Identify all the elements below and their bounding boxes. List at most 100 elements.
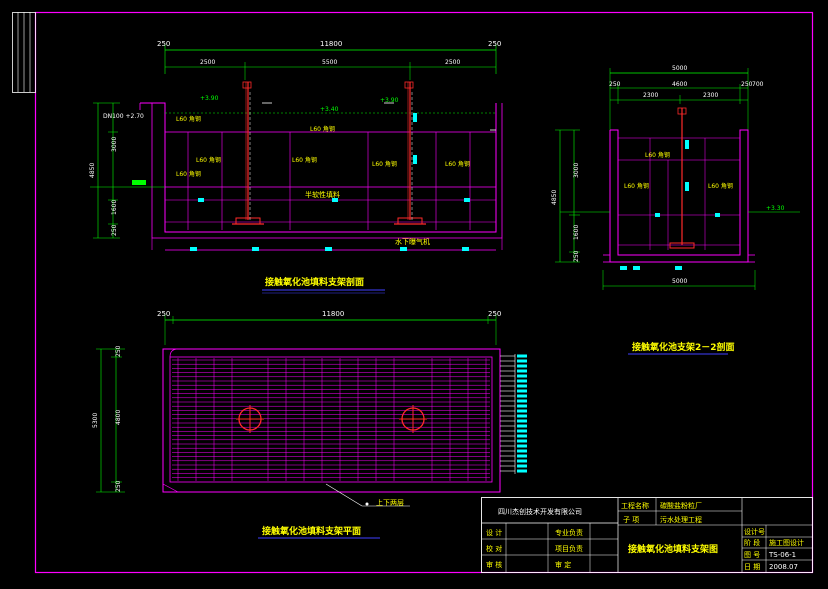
section-1-1: 250 11800 250 2500 5500 2500 [89, 40, 503, 294]
dim-total: 11800 [320, 40, 342, 48]
beam-end-marker [517, 409, 527, 413]
angle-label-2: L60 角钢 [310, 125, 335, 133]
beam-end-marker [517, 434, 527, 438]
s2-dim-vert-lower: 1600 [573, 225, 580, 240]
s2-dim-vert-upper: 3000 [573, 163, 580, 178]
beam-end-marker [517, 394, 527, 398]
dim-sub-3: 2500 [445, 59, 460, 66]
angle-label-1: L60 角钢 [176, 115, 201, 123]
dim-vert-total: 4850 [89, 163, 96, 178]
dim-sub-2: 5500 [322, 59, 337, 66]
meta-2-label: 阶 段 [744, 538, 760, 547]
subitem-label: 子 项 [623, 516, 639, 524]
beam-end-marker [517, 449, 527, 453]
meta-2-value: 施工图设计 [769, 538, 804, 547]
plan-dim-left: 250 [157, 310, 170, 318]
beam-end-marker [517, 419, 527, 423]
tb-row-3-label: 审 核 [486, 560, 502, 569]
subitem-value: 污水处理工程 [660, 515, 702, 524]
aerator-label: 水下曝气机 [395, 237, 430, 246]
s2-dim-a: 4600 [672, 81, 687, 88]
s2-angle-1: L60 角钢 [645, 151, 670, 159]
tb-row-3-sign: 审 定 [555, 560, 571, 569]
section-2-2-title: 接触氧化池支架2－2剖面 [632, 341, 735, 353]
level-label-1: +3.90 [200, 95, 219, 102]
beam-end-marker [517, 359, 527, 363]
angle-label-3: L60 角钢 [196, 156, 221, 164]
beam-end-marker [517, 389, 527, 393]
beam-end-marker [517, 429, 527, 433]
dim-sub-1: 2500 [200, 59, 215, 66]
angle-label-5: L60 角钢 [372, 160, 397, 168]
dim-vert-bottom: 250 [111, 224, 118, 236]
level-label-3: +3.90 [380, 97, 399, 104]
dim-right: 250 [488, 40, 501, 48]
beam-end-marker [517, 369, 527, 373]
beam-end-marker [517, 424, 527, 428]
plan-title: 接触氧化池填料支架平面 [262, 525, 361, 537]
meta-1-label: 设计号 [744, 527, 765, 536]
beam-end-marker [517, 364, 527, 368]
s2-dim-b: 700 [752, 81, 764, 88]
section-2-2: 5000 4600 700 250 250 2300 2300 +3 [551, 65, 800, 355]
plan-note: 上下两层 [376, 498, 404, 507]
meta-4-label: 日 期 [744, 563, 760, 571]
section-1-1-title: 接触氧化池填料支架剖面 [265, 276, 364, 288]
beam-end-marker [517, 404, 527, 408]
s2-dim-bottom: 5000 [672, 278, 687, 285]
plan-dim-vert-upper: 250 [115, 345, 122, 357]
tb-row-2-label: 校 对 [486, 544, 502, 553]
s2-dim-vert-bottom: 250 [573, 250, 580, 262]
beam-end-marker [517, 354, 527, 358]
s2-dim-total: 5000 [672, 65, 687, 72]
drawing-title: 接触氧化池填料支架图 [628, 543, 718, 555]
beam-end-marker [517, 384, 527, 388]
meta-3-label: 图 号 [744, 551, 760, 559]
beam-end-marker [517, 454, 527, 458]
s2-level: +3.30 [766, 205, 785, 212]
beam-end-marker [517, 464, 527, 468]
s2-dim-c: 2300 [643, 92, 658, 99]
media-grid [172, 358, 490, 481]
s2-dim-vert-total: 4850 [551, 190, 558, 205]
angle-label-6: L60 角钢 [445, 160, 470, 168]
pipe-label: DN100 +2.70 [103, 113, 144, 120]
dim-left: 250 [157, 40, 170, 48]
title-block: 四川杰创技术开发有限公司 工程名称 碳酸盐粉粒厂 子 项 污水处理工程 接触氧化… [481, 497, 813, 573]
angle-label-7: L60 角钢 [176, 170, 201, 178]
cross-beam-ends [500, 354, 527, 474]
plan-dim-right: 250 [488, 310, 501, 318]
beam-end-marker [517, 414, 527, 418]
plan-view: 250 11800 250 5300 250 4800 250 [92, 310, 527, 539]
project-value: 碳酸盐粉粒厂 [660, 501, 702, 510]
plan-dim-vert-lower: 250 [115, 480, 122, 492]
plan-dim-total: 11800 [322, 310, 344, 318]
sheet-border [34, 11, 814, 574]
meta-3-value: TS-06-1 [768, 551, 796, 559]
plan-dim-vert-middle: 4800 [115, 410, 122, 425]
tb-row-2-sign: 项目负责 [555, 544, 583, 553]
beam-end-marker [517, 374, 527, 378]
s2-angle-3: L60 角钢 [708, 182, 733, 190]
s2-dim-right: 250 [741, 81, 753, 88]
tb-row-1-sign: 专业负责 [555, 528, 583, 537]
project-label: 工程名称 [621, 501, 649, 510]
dim-vert-lower: 1600 [111, 200, 118, 215]
beam-end-marker [517, 444, 527, 448]
media-label: 半软性填料 [305, 190, 340, 199]
s2-dim-left: 250 [609, 81, 621, 88]
tb-row-1-label: 设 计 [486, 528, 502, 537]
beam-end-marker [517, 399, 527, 403]
s2-angle-2: L60 角钢 [624, 182, 649, 190]
beam-end-marker [517, 459, 527, 463]
level-label-2: +3.40 [320, 106, 339, 113]
dim-vert-upper: 3000 [111, 137, 118, 152]
beam-end-marker [517, 439, 527, 443]
meta-4-value: 2008.07 [769, 563, 798, 571]
angle-label-4: L60 角钢 [292, 156, 317, 164]
s2-dim-d: 2300 [703, 92, 718, 99]
beam-end-marker [517, 469, 527, 473]
beam-end-marker [517, 379, 527, 383]
plan-dim-vert-total: 5300 [92, 413, 99, 428]
